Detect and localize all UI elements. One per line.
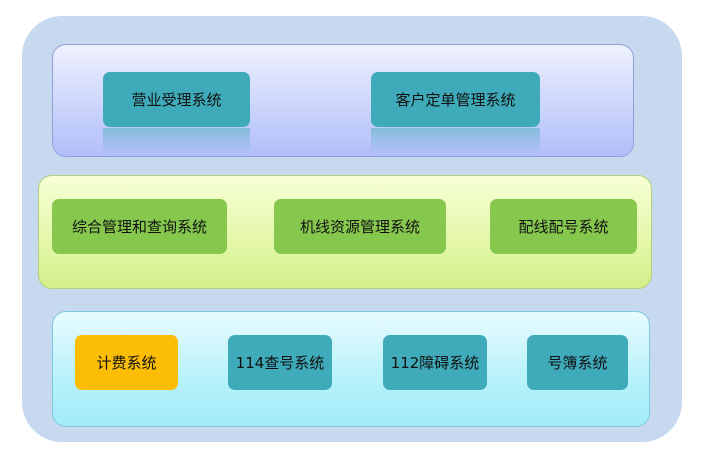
business-acceptance-system-box: 营业受理系统 <box>103 72 250 127</box>
business-acceptance-reflection <box>103 128 250 154</box>
directory-inquiry-114-system-box: 114查号系统 <box>228 335 332 390</box>
billing-system-box: 计费系统 <box>75 335 178 390</box>
fault-report-112-system-box: 112障碍系统 <box>383 335 487 390</box>
distribution-numbering-system-box: 配线配号系统 <box>490 199 637 254</box>
phone-directory-system-box: 号簿系统 <box>527 335 628 390</box>
customer-order-reflection <box>371 128 540 154</box>
line-resource-management-system-box: 机线资源管理系统 <box>274 199 446 254</box>
integrated-management-query-system-box: 综合管理和查询系统 <box>52 199 227 254</box>
customer-order-management-system-box: 客户定单管理系统 <box>371 72 540 127</box>
